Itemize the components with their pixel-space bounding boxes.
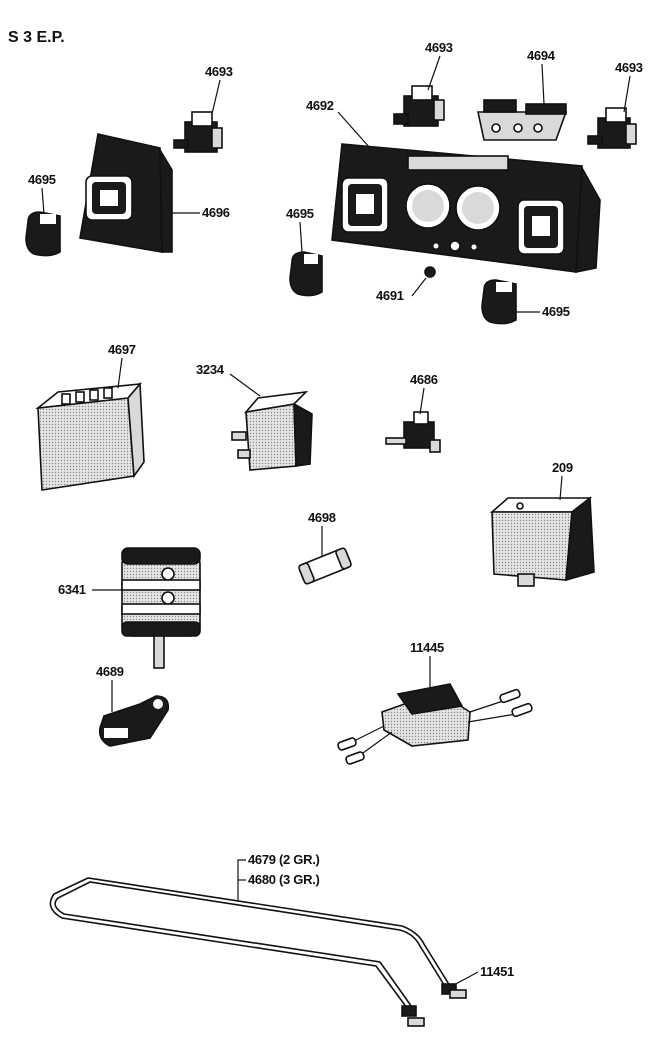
switch-housing-4696 [79,133,173,253]
label-4686: 4686 [410,372,438,387]
label-4679: 4679 (2 GR.) [248,852,320,867]
bulb-4691 [424,266,436,278]
main-control-panel-4692 [331,143,601,273]
label-4695-right: 4695 [542,304,570,319]
label-4693-middle: 4693 [425,40,453,55]
fuse-4698 [298,547,352,585]
relay-3234 [231,390,313,471]
label-4692: 4692 [306,98,334,113]
rocker-switch-4693-right [587,107,637,149]
relay-block-4697 [35,381,145,491]
label-4693-left: 4693 [205,64,233,79]
label-4698: 4698 [308,510,336,525]
label-4689: 4689 [96,664,124,679]
knob-4695-center [289,251,323,297]
label-11445: 11445 [410,640,444,655]
connector-4686 [385,411,441,453]
label-4693-right: 4693 [615,60,643,75]
rocker-switch-4693-left [173,111,223,153]
leader-lines [41,55,631,987]
heating-element-4679-4680 [49,877,467,1027]
label-4695-center: 4695 [286,206,314,221]
switch-block-4694 [477,99,568,141]
rocker-switch-4693-middle [393,85,445,127]
module-11445 [337,683,533,765]
label-3234: 3234 [196,362,225,377]
knob-4695-left [25,211,61,257]
label-209: 209 [552,460,573,475]
page-title: S 3 E.P. [8,29,65,46]
label-4695-left: 4695 [28,172,56,187]
label-6341: 6341 [58,582,86,597]
rotary-switch-6341 [121,547,201,669]
junction-box-209 [489,496,595,587]
label-4694: 4694 [527,48,556,63]
label-11451: 11451 [480,964,514,979]
knob-4695-right [481,279,517,325]
label-4680: 4680 (3 GR.) [248,872,320,887]
label-4696: 4696 [202,205,230,220]
label-4691: 4691 [376,288,404,303]
label-4697: 4697 [108,342,136,357]
lever-4689 [98,695,170,747]
